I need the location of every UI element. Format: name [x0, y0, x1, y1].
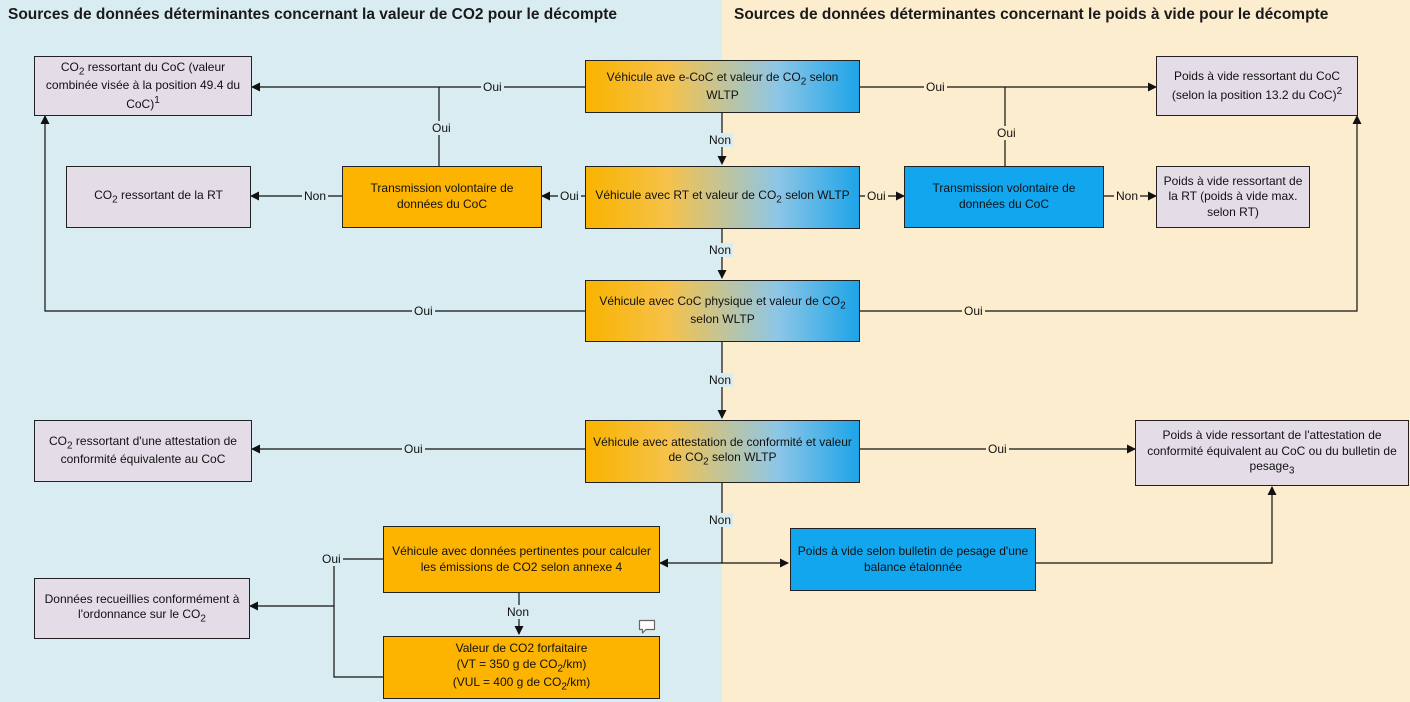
- box-weight-from-attestation: Poids à vide ressortant de l'attestation…: [1135, 420, 1409, 486]
- box-attestation-vehicle: Véhicule avec attestation de conformité …: [585, 420, 860, 483]
- box-flat-rate-co2: Valeur de CO2 forfaitaire (VT = 350 g de…: [383, 636, 660, 699]
- label-no: Non: [707, 133, 734, 147]
- label-yes: Oui: [995, 126, 1018, 140]
- label-no: Non: [302, 189, 329, 203]
- box-weight-scale: Poids à vide selon bulletin de pesage d'…: [790, 528, 1036, 591]
- box-co2-from-coc: CO2 ressortant du CoC (valeur combinée v…: [34, 56, 252, 116]
- label-yes: Oui: [320, 552, 343, 566]
- co2-panel-heading: Sources de données déterminantes concern…: [8, 6, 617, 23]
- box-co2-from-attestation: CO2 ressortant d'une attestation de conf…: [34, 420, 252, 482]
- box-physical-coc-vehicle: Véhicule avec CoC physique et valeur de …: [585, 280, 860, 342]
- box-co2-ordinance-data: Données recueillies conformément à l'ord…: [34, 578, 250, 639]
- label-yes: Oui: [481, 80, 504, 94]
- box-weight-from-coc: Poids à vide ressortant du CoC (selon la…: [1156, 56, 1358, 116]
- label-yes: Oui: [412, 304, 435, 318]
- speech-bubble-icon[interactable]: [638, 619, 656, 635]
- box-transmission-weight: Transmission volontaire de données du Co…: [904, 166, 1104, 228]
- label-no: Non: [707, 243, 734, 257]
- label-yes: Oui: [865, 189, 888, 203]
- label-yes: Oui: [962, 304, 985, 318]
- box-co2-from-rt: CO2 ressortant de la RT: [66, 166, 251, 228]
- label-no: Non: [505, 605, 532, 619]
- box-ecoc-vehicle: Véhicule ave e-CoC et valeur de CO2 selo…: [585, 60, 860, 113]
- label-yes: Oui: [558, 189, 581, 203]
- box-rt-vehicle: Véhicule avec RT et valeur de CO2 selon …: [585, 166, 860, 229]
- label-no: Non: [707, 373, 734, 387]
- label-yes: Oui: [924, 80, 947, 94]
- box-transmission-co2: Transmission volontaire de données du Co…: [342, 166, 542, 228]
- weight-panel-heading: Sources de données déterminantes concern…: [734, 6, 1329, 23]
- box-weight-from-rt: Poids à vide ressortant de la RT (poids …: [1156, 166, 1310, 228]
- label-no: Non: [707, 513, 734, 527]
- label-no: Non: [1114, 189, 1141, 203]
- label-yes: Oui: [986, 442, 1009, 456]
- label-yes: Oui: [402, 442, 425, 456]
- label-yes: Oui: [430, 121, 453, 135]
- box-pertinent-data-vehicle: Véhicule avec données pertinentes pour c…: [383, 526, 660, 593]
